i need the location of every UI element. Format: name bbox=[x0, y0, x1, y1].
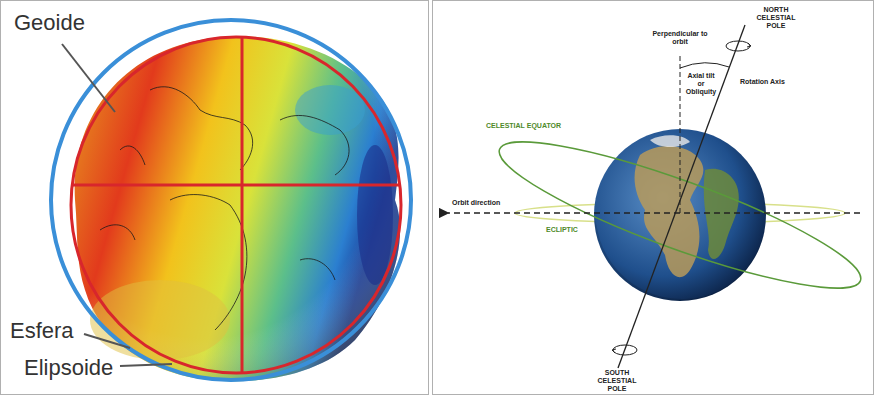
pole-label: SOUTH CELESTIAL POLE bbox=[592, 369, 642, 393]
direction-label: Orbit direction bbox=[452, 199, 500, 207]
plane-label: ECLIPTIC bbox=[545, 226, 579, 234]
earth-figure bbox=[448, 25, 872, 368]
pole-label: NORTH CELESTIAL POLE bbox=[752, 6, 800, 30]
axis-label: Rotation Axis bbox=[740, 78, 785, 86]
sphere-label: Esfera bbox=[10, 318, 74, 343]
geoid-figure bbox=[51, 20, 411, 381]
geoid-label: Geoide bbox=[14, 10, 85, 35]
plane-label: CELESTIAL EQUATOR bbox=[486, 122, 561, 130]
ellipsoid-label: Elipsoide bbox=[24, 355, 113, 380]
axis-label: Axial tilt or Obliquity bbox=[684, 72, 718, 96]
panel-border bbox=[433, 1, 874, 395]
axis-label: Perpendicular to orbit bbox=[652, 30, 708, 46]
panel-border bbox=[1, 1, 429, 395]
